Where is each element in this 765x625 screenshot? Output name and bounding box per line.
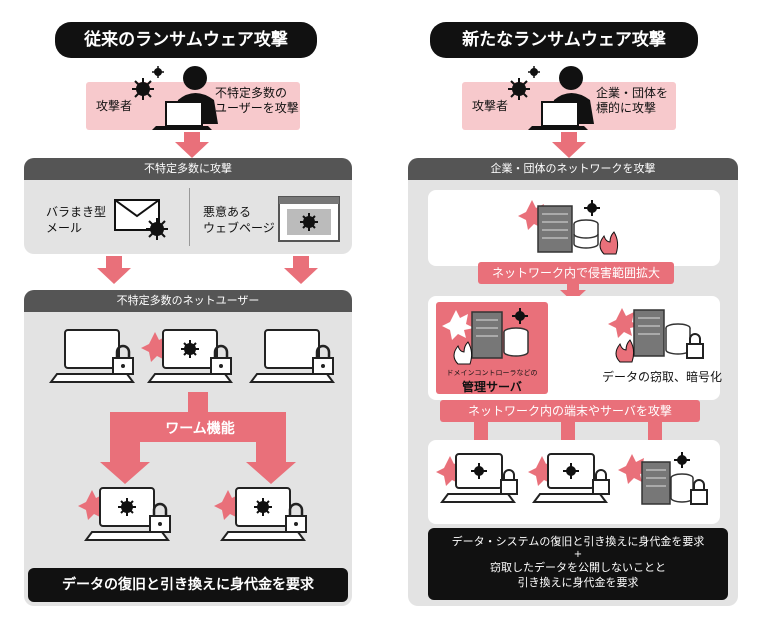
right-title: 新たなランサムウェア攻撃 xyxy=(430,22,698,58)
domain-controller-icon xyxy=(442,308,529,365)
laptop-infected-icon xyxy=(141,329,233,383)
fire-icon xyxy=(599,231,619,255)
lateral-expansion-bar: ネットワーク内で侵害範囲拡大 xyxy=(478,262,674,284)
attacker-icon xyxy=(508,66,594,130)
virus-icon xyxy=(563,463,579,479)
right-attacker-label: 攻撃者 xyxy=(472,99,509,113)
virus-icon xyxy=(254,498,272,516)
padlock-icon xyxy=(592,469,610,495)
virus-icon xyxy=(132,78,154,100)
ransom-line-2: 窃取したデータを公開しないことと xyxy=(490,561,666,574)
theft-label: データの窃取、暗号化 xyxy=(602,370,723,384)
arrow-down-icon xyxy=(560,284,586,302)
explosion-icon xyxy=(608,308,640,338)
virus-icon xyxy=(152,66,164,78)
panel-header: 企業・団体のネットワークを攻撃 xyxy=(408,158,738,180)
left-target-text: 不特定多数の ユーザーを攻撃 xyxy=(215,86,299,115)
laptop-infected-icon xyxy=(436,453,518,503)
attacker-icon xyxy=(132,66,218,130)
right-target-text: 企業・団体を 標的に攻撃 xyxy=(596,86,669,115)
database-icon xyxy=(670,473,694,503)
arrow-down-icon xyxy=(552,132,586,158)
theft-server-icon xyxy=(608,308,704,363)
worm-label: ワーム機能 xyxy=(165,421,235,437)
ransom-line-3: 引き換えに身代金を要求 xyxy=(517,576,639,589)
laptop-icon xyxy=(249,329,335,383)
panel-divider xyxy=(189,188,190,246)
virus-icon xyxy=(512,308,528,324)
virus-icon xyxy=(508,78,530,100)
right-ransom-demand: データ・システムの復旧と引き換えに身代金を要求 + 窃取したデータを公開しないこ… xyxy=(428,528,728,600)
virus-icon xyxy=(118,498,136,516)
arrow-down-icon xyxy=(97,256,131,284)
server-group-icon xyxy=(518,200,619,255)
padlock-icon xyxy=(112,344,134,375)
laptop-icon xyxy=(49,329,135,383)
arrow-down-icon xyxy=(175,132,209,158)
padlock-icon xyxy=(690,479,708,505)
laptop-infected-icon xyxy=(78,487,171,541)
virus-icon xyxy=(300,213,318,231)
left-title: 従来のランサムウェア攻撃 xyxy=(55,22,317,58)
email-icon xyxy=(114,199,168,240)
ransom-line-1: データ・システムの復旧と引き換えに身代金を要求 xyxy=(451,535,705,548)
server-infected-icon xyxy=(618,452,708,505)
dc-small-label: ドメインコントローラなどの xyxy=(446,369,538,377)
laptop-infected-icon xyxy=(214,487,307,541)
virus-icon xyxy=(528,66,540,78)
server-icon xyxy=(537,205,573,253)
padlock-icon xyxy=(686,333,704,359)
spam-mail-label: バラまき型 メール xyxy=(46,205,107,235)
virus-icon xyxy=(471,463,487,479)
dc-label: 管理サーバ xyxy=(462,380,522,394)
left-ransom-demand: データの復旧と引き換えに身代金を要求 xyxy=(28,568,348,602)
malicious-web-label: 悪意ある ウェブページ xyxy=(203,205,275,235)
terminal-attack-bar: ネットワーク内の端末やサーバを攻撃 xyxy=(440,400,700,422)
worm-spread-arrows xyxy=(100,392,296,484)
panel-header: 不特定多数に攻撃 xyxy=(24,158,352,180)
database-icon xyxy=(573,219,599,249)
explosion-icon xyxy=(442,310,474,340)
left-attacker-label: 攻撃者 xyxy=(96,99,133,113)
browser-window-icon xyxy=(278,196,340,242)
padlock-icon xyxy=(149,502,171,533)
virus-icon xyxy=(584,200,600,216)
padlock-icon xyxy=(500,469,518,495)
virus-icon xyxy=(181,340,199,358)
server-icon xyxy=(633,309,665,357)
server-icon xyxy=(641,461,671,505)
server-icon xyxy=(471,311,503,359)
fire-icon xyxy=(453,341,473,365)
fire-icon xyxy=(615,339,635,363)
ransom-plus: + xyxy=(573,549,583,560)
panel-header: 不特定多数のネットユーザー xyxy=(24,290,352,312)
virus-icon xyxy=(674,452,690,468)
arrow-down-icon xyxy=(284,256,318,284)
padlock-icon xyxy=(285,502,307,533)
padlock-icon xyxy=(312,344,334,375)
padlock-icon xyxy=(210,344,232,375)
laptop-infected-icon xyxy=(528,453,610,503)
database-icon xyxy=(503,327,529,357)
